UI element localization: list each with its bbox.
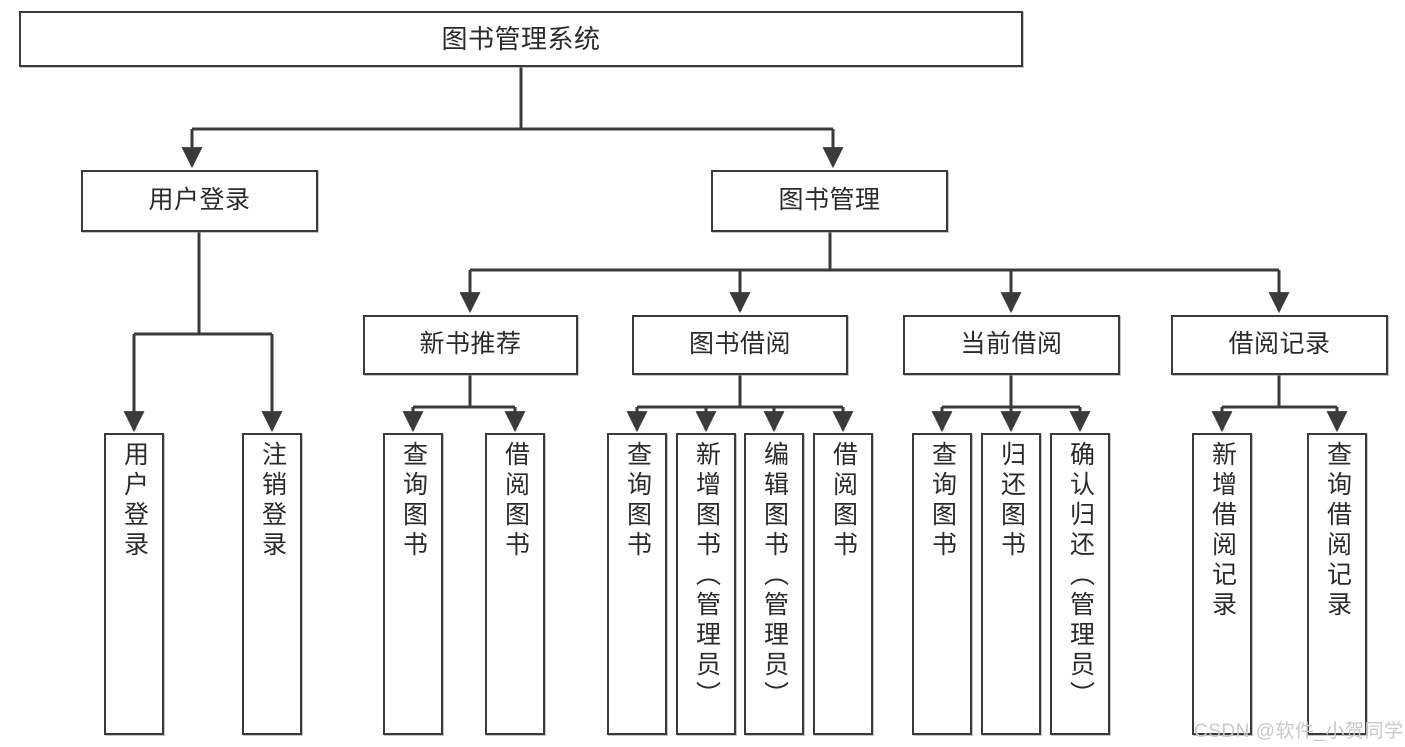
csdn-watermark: CSDN @软件_小贺同学: [1194, 721, 1404, 742]
leaf-current-borrow-confirm-return[interactable]: 确认归还（管理员）: [1050, 433, 1110, 735]
node-current-borrow[interactable]: 当前借阅: [903, 315, 1120, 375]
node-new-book-recommend[interactable]: 新书推荐: [363, 315, 578, 375]
node-label: 用户登录: [148, 186, 251, 215]
node-label: 查询借阅记录: [1323, 441, 1352, 621]
node-label: 确认归还（管理员）: [1066, 441, 1095, 711]
node-book-management[interactable]: 图书管理: [711, 170, 948, 232]
node-label: 图书管理: [778, 186, 881, 215]
leaf-book-borrow-add[interactable]: 新增图书（管理员）: [676, 433, 736, 735]
leaf-book-borrow-borrow[interactable]: 借阅图书: [813, 433, 873, 735]
leaf-user-login-login[interactable]: 用户登录: [104, 433, 164, 735]
leaf-borrow-record-query[interactable]: 查询借阅记录: [1307, 433, 1367, 735]
leaf-book-borrow-edit[interactable]: 编辑图书（管理员）: [744, 433, 804, 735]
node-root-system[interactable]: 图书管理系统: [19, 11, 1023, 67]
node-label: 借阅记录: [1228, 330, 1331, 359]
leaf-new-book-borrow[interactable]: 借阅图书: [485, 433, 545, 735]
node-borrow-record[interactable]: 借阅记录: [1171, 315, 1388, 375]
leaf-current-borrow-query[interactable]: 查询图书: [912, 433, 972, 735]
node-label: 查询图书: [928, 441, 957, 561]
leaf-new-book-query[interactable]: 查询图书: [383, 433, 443, 735]
leaf-current-borrow-return[interactable]: 归还图书: [981, 433, 1041, 735]
node-label: 图书管理系统: [441, 23, 601, 54]
node-label: 注销登录: [258, 441, 287, 561]
node-label: 当前借阅: [960, 330, 1063, 359]
node-label: 新增图书（管理员）: [692, 441, 721, 711]
leaf-borrow-record-add[interactable]: 新增借阅记录: [1192, 433, 1252, 735]
node-label: 新书推荐: [419, 330, 522, 359]
node-user-login[interactable]: 用户登录: [81, 170, 318, 232]
node-book-borrow[interactable]: 图书借阅: [632, 315, 848, 375]
node-label: 新增借阅记录: [1208, 441, 1237, 621]
node-label: 编辑图书（管理员）: [760, 441, 789, 711]
node-label: 归还图书: [997, 441, 1026, 561]
node-label: 查询图书: [399, 441, 428, 561]
node-label: 图书借阅: [688, 330, 791, 359]
node-label: 借阅图书: [501, 441, 530, 561]
leaf-user-login-logout[interactable]: 注销登录: [242, 433, 302, 735]
node-label: 查询图书: [623, 441, 652, 561]
node-label: 借阅图书: [829, 441, 858, 561]
node-label: 用户登录: [120, 441, 149, 561]
leaf-book-borrow-query[interactable]: 查询图书: [607, 433, 667, 735]
